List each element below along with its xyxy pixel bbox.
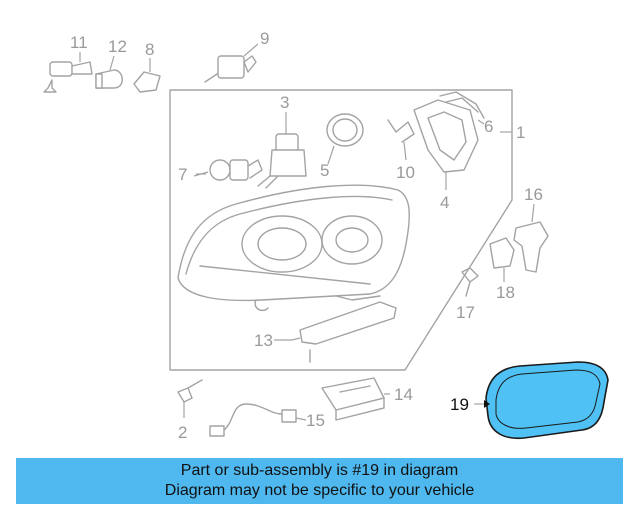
part-8-bulb[interactable]	[133, 58, 161, 93]
callout-3: 3	[280, 93, 289, 112]
part-4-housing[interactable]	[413, 99, 479, 190]
callout-4: 4	[440, 193, 449, 212]
part-15-harness[interactable]	[209, 403, 297, 437]
callout-1: 1	[516, 123, 525, 142]
callout-11: 11	[70, 33, 88, 52]
callout-17: 17	[456, 303, 475, 322]
part-17-screw[interactable]	[461, 267, 479, 297]
callout-15: 15	[306, 411, 325, 430]
part-14-ballast[interactable]	[321, 377, 385, 421]
callout-14: 14	[394, 385, 413, 404]
part-3-igniter[interactable]	[257, 112, 307, 189]
callout-2: 2	[178, 423, 187, 442]
callout-13: 13	[254, 331, 273, 350]
callout-18: 18	[496, 283, 515, 302]
callout-8: 8	[145, 40, 154, 59]
part-7-bulb[interactable]	[193, 159, 263, 181]
callout-19: 19	[450, 395, 469, 414]
part-12-bulb[interactable]	[95, 55, 123, 89]
part-19-inner-edge	[495, 369, 601, 429]
headlamp-assembly[interactable]	[177, 184, 410, 312]
callout-16: 16	[524, 185, 543, 204]
part-5-cap[interactable]	[326, 113, 364, 165]
part-19-fill[interactable]	[485, 361, 609, 440]
callout-6: 6	[484, 117, 493, 136]
part-18-actuator[interactable]	[489, 237, 515, 282]
part-10-clip[interactable]	[387, 119, 415, 161]
part-9-bulb[interactable]	[204, 43, 259, 83]
callout-7: 7	[178, 165, 187, 184]
assembly-frame	[169, 89, 513, 371]
callout-5: 5	[320, 161, 329, 180]
banner-line-1: Part or sub-assembly is #19 in diagram	[180, 462, 459, 479]
callout-10: 10	[396, 163, 415, 182]
part-6-clips[interactable]	[439, 91, 485, 125]
part-13-rail[interactable]	[291, 301, 397, 363]
callout-9: 9	[260, 29, 269, 48]
part-11-bulb[interactable]	[43, 52, 93, 93]
part-16-bracket[interactable]	[513, 203, 549, 273]
callout-12: 12	[108, 37, 127, 56]
leader-lines	[196, 131, 512, 421]
part-19-gasket[interactable]	[474, 361, 609, 440]
info-banner: Part or sub-assembly is #19 in diagram D…	[16, 458, 623, 504]
part-2-screw[interactable]	[177, 379, 203, 418]
banner-line-2: Diagram may not be specific to your vehi…	[164, 482, 475, 499]
